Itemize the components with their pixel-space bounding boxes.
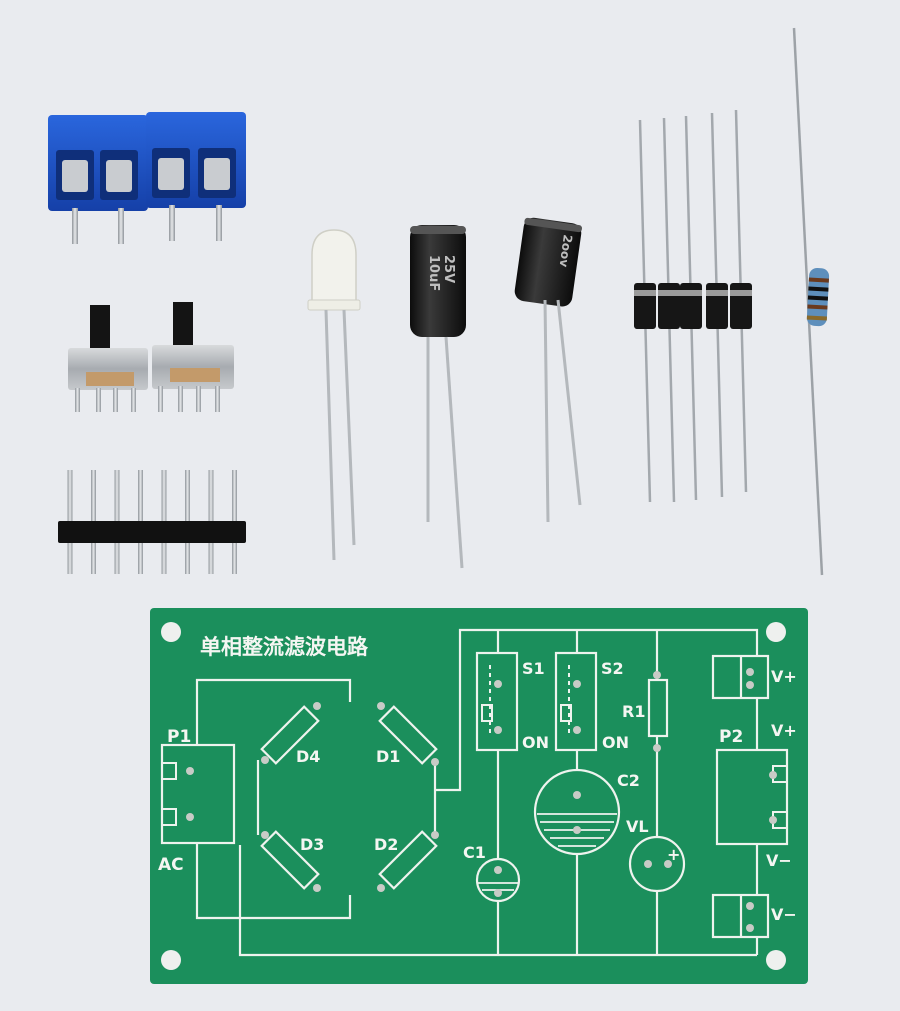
capacitor-voltage-label: 25V bbox=[441, 255, 456, 283]
label-c1: C1 bbox=[463, 843, 486, 862]
label-vminus-mid: V− bbox=[766, 851, 792, 870]
vl-plus-sign: + bbox=[667, 845, 680, 864]
bridge-diode-footprints bbox=[260, 705, 438, 890]
pcb-board: 单相整流滤波电路 bbox=[150, 608, 808, 984]
pcb-pad bbox=[746, 924, 754, 932]
capacitor-large-marking: 2oov bbox=[557, 234, 575, 268]
pcb-pad bbox=[573, 680, 581, 688]
pcb-pad bbox=[664, 860, 672, 868]
label-ac: AC bbox=[158, 855, 184, 875]
slide-switch-left bbox=[68, 305, 148, 412]
pcb-pad bbox=[261, 756, 269, 764]
diode-group bbox=[634, 109, 752, 503]
label-d3: D3 bbox=[300, 835, 324, 854]
pcb-pad bbox=[746, 681, 754, 689]
screw-terminal-block-right bbox=[146, 112, 246, 241]
pcb-pad bbox=[644, 860, 652, 868]
pcb-pad bbox=[186, 767, 194, 775]
capacitor-small: 25V 10uF bbox=[410, 225, 466, 569]
pcb-pad bbox=[653, 744, 661, 752]
pcb-pad bbox=[261, 831, 269, 839]
label-vplus-mid: V+ bbox=[771, 721, 797, 740]
pcb-pad bbox=[431, 758, 439, 766]
pcb-pad bbox=[769, 771, 777, 779]
pcb-pad bbox=[573, 826, 581, 834]
pcb-pad bbox=[431, 831, 439, 839]
capacitor-large: 2oov bbox=[514, 217, 583, 523]
pcb-pads bbox=[186, 668, 777, 932]
pcb-pad bbox=[573, 791, 581, 799]
pcb-pad bbox=[494, 680, 502, 688]
pcb-pad bbox=[494, 889, 502, 897]
slide-switch-right bbox=[152, 302, 234, 412]
pcb-pad bbox=[653, 671, 661, 679]
label-p2: P2 bbox=[719, 727, 743, 747]
label-vplus-top: V+ bbox=[771, 667, 797, 686]
pcb-pad bbox=[186, 813, 194, 821]
pcb-pad bbox=[494, 726, 502, 734]
label-on-s1: ON bbox=[522, 733, 549, 752]
label-s2: S2 bbox=[601, 659, 624, 678]
pin-header bbox=[58, 470, 246, 574]
label-c2: C2 bbox=[617, 771, 640, 790]
label-d2: D2 bbox=[374, 835, 398, 854]
diode bbox=[730, 109, 752, 493]
screw-terminal-block-left bbox=[48, 115, 148, 244]
pcb-pad bbox=[313, 702, 321, 710]
label-on-s2: ON bbox=[602, 733, 629, 752]
pcb-pad bbox=[377, 702, 385, 710]
pcb-title: 单相整流滤波电路 bbox=[200, 635, 369, 659]
pcb-pad bbox=[377, 884, 385, 892]
label-vl: VL bbox=[626, 817, 649, 836]
resistor bbox=[792, 27, 830, 576]
label-s1: S1 bbox=[522, 659, 545, 678]
led bbox=[307, 229, 361, 561]
diode bbox=[680, 115, 702, 501]
pcb-pad bbox=[746, 902, 754, 910]
diode bbox=[658, 117, 680, 503]
switch-markings bbox=[489, 665, 570, 735]
pcb-pad bbox=[573, 726, 581, 734]
diode bbox=[706, 112, 728, 498]
pcb-pad bbox=[769, 816, 777, 824]
label-r1: R1 bbox=[622, 702, 645, 721]
diode bbox=[634, 119, 656, 503]
label-d1: D1 bbox=[376, 747, 400, 766]
label-vminus-bot: V− bbox=[771, 905, 797, 924]
pcb-pad bbox=[494, 866, 502, 874]
pcb-pad bbox=[313, 884, 321, 892]
label-d4: D4 bbox=[296, 747, 320, 766]
label-p1: P1 bbox=[167, 727, 191, 747]
capacitor-capacitance-label: 10uF bbox=[426, 255, 441, 291]
pcb-pad bbox=[746, 668, 754, 676]
